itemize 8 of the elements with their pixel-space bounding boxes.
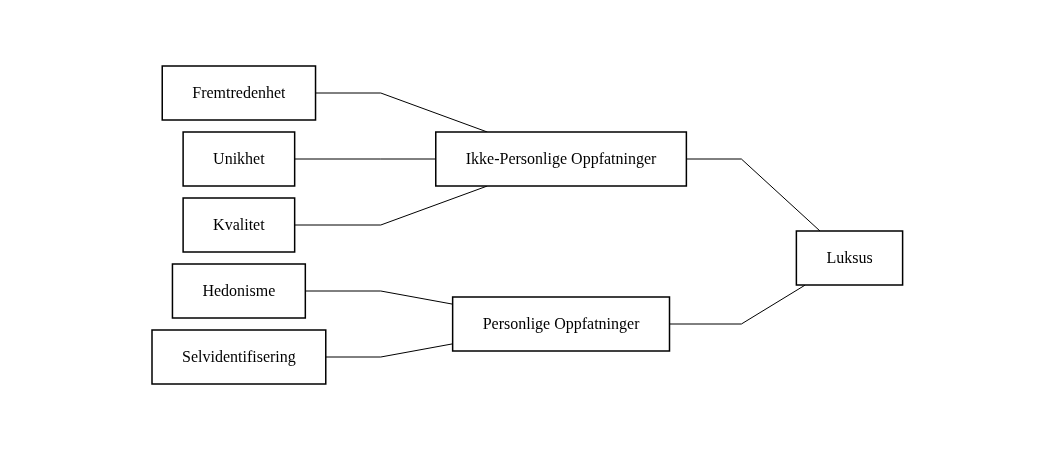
- node-box: Selvidentifisering: [150, 328, 327, 385]
- node-box: Unikhet: [182, 130, 296, 187]
- node-box: Ikke-Personlige Oppfatninger: [434, 130, 687, 187]
- node-box: Luksus: [795, 229, 904, 286]
- node-box: Fremtredenhet: [161, 64, 316, 121]
- node-box: Hedonisme: [171, 262, 306, 319]
- node-box: Kvalitet: [182, 196, 296, 253]
- node-box: Personlige Oppfatninger: [451, 295, 670, 352]
